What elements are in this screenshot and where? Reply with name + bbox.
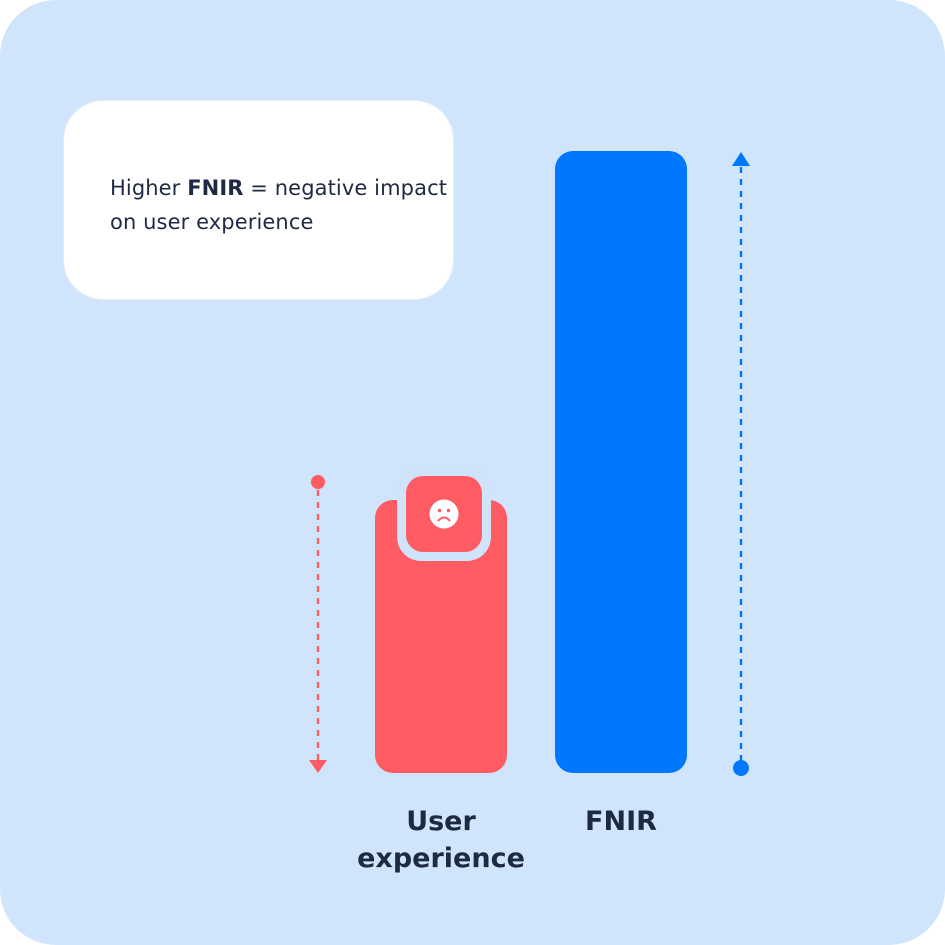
fnir-label-line1: FNIR [585, 806, 657, 837]
callout-box: Higher FNIR = negative impact on user ex… [63, 100, 454, 300]
fnir-arrow-up-icon [732, 152, 750, 166]
callout-prefix: Higher [110, 176, 188, 200]
fnir-label: FNIR [521, 803, 721, 840]
callout-suffix: = negative impact on user experience [110, 176, 448, 234]
fnir-end-dot [733, 760, 749, 776]
user-experience-label-line1: User [406, 806, 476, 837]
fnir-bar [555, 151, 687, 773]
fnir-up-indicator [732, 152, 750, 776]
ux-arrow-down-icon [309, 760, 327, 773]
user-experience-label-line2: experience [357, 843, 525, 874]
sad-face-icon [429, 499, 459, 529]
ux-start-dot [311, 475, 325, 489]
ux-down-indicator [309, 475, 327, 773]
callout-emphasis: FNIR [187, 176, 244, 200]
user-experience-label: User experience [341, 803, 541, 877]
sad-face-badge [397, 467, 491, 561]
callout-text: Higher FNIR = negative impact on user ex… [110, 171, 450, 239]
sad-face-tile [406, 476, 482, 552]
